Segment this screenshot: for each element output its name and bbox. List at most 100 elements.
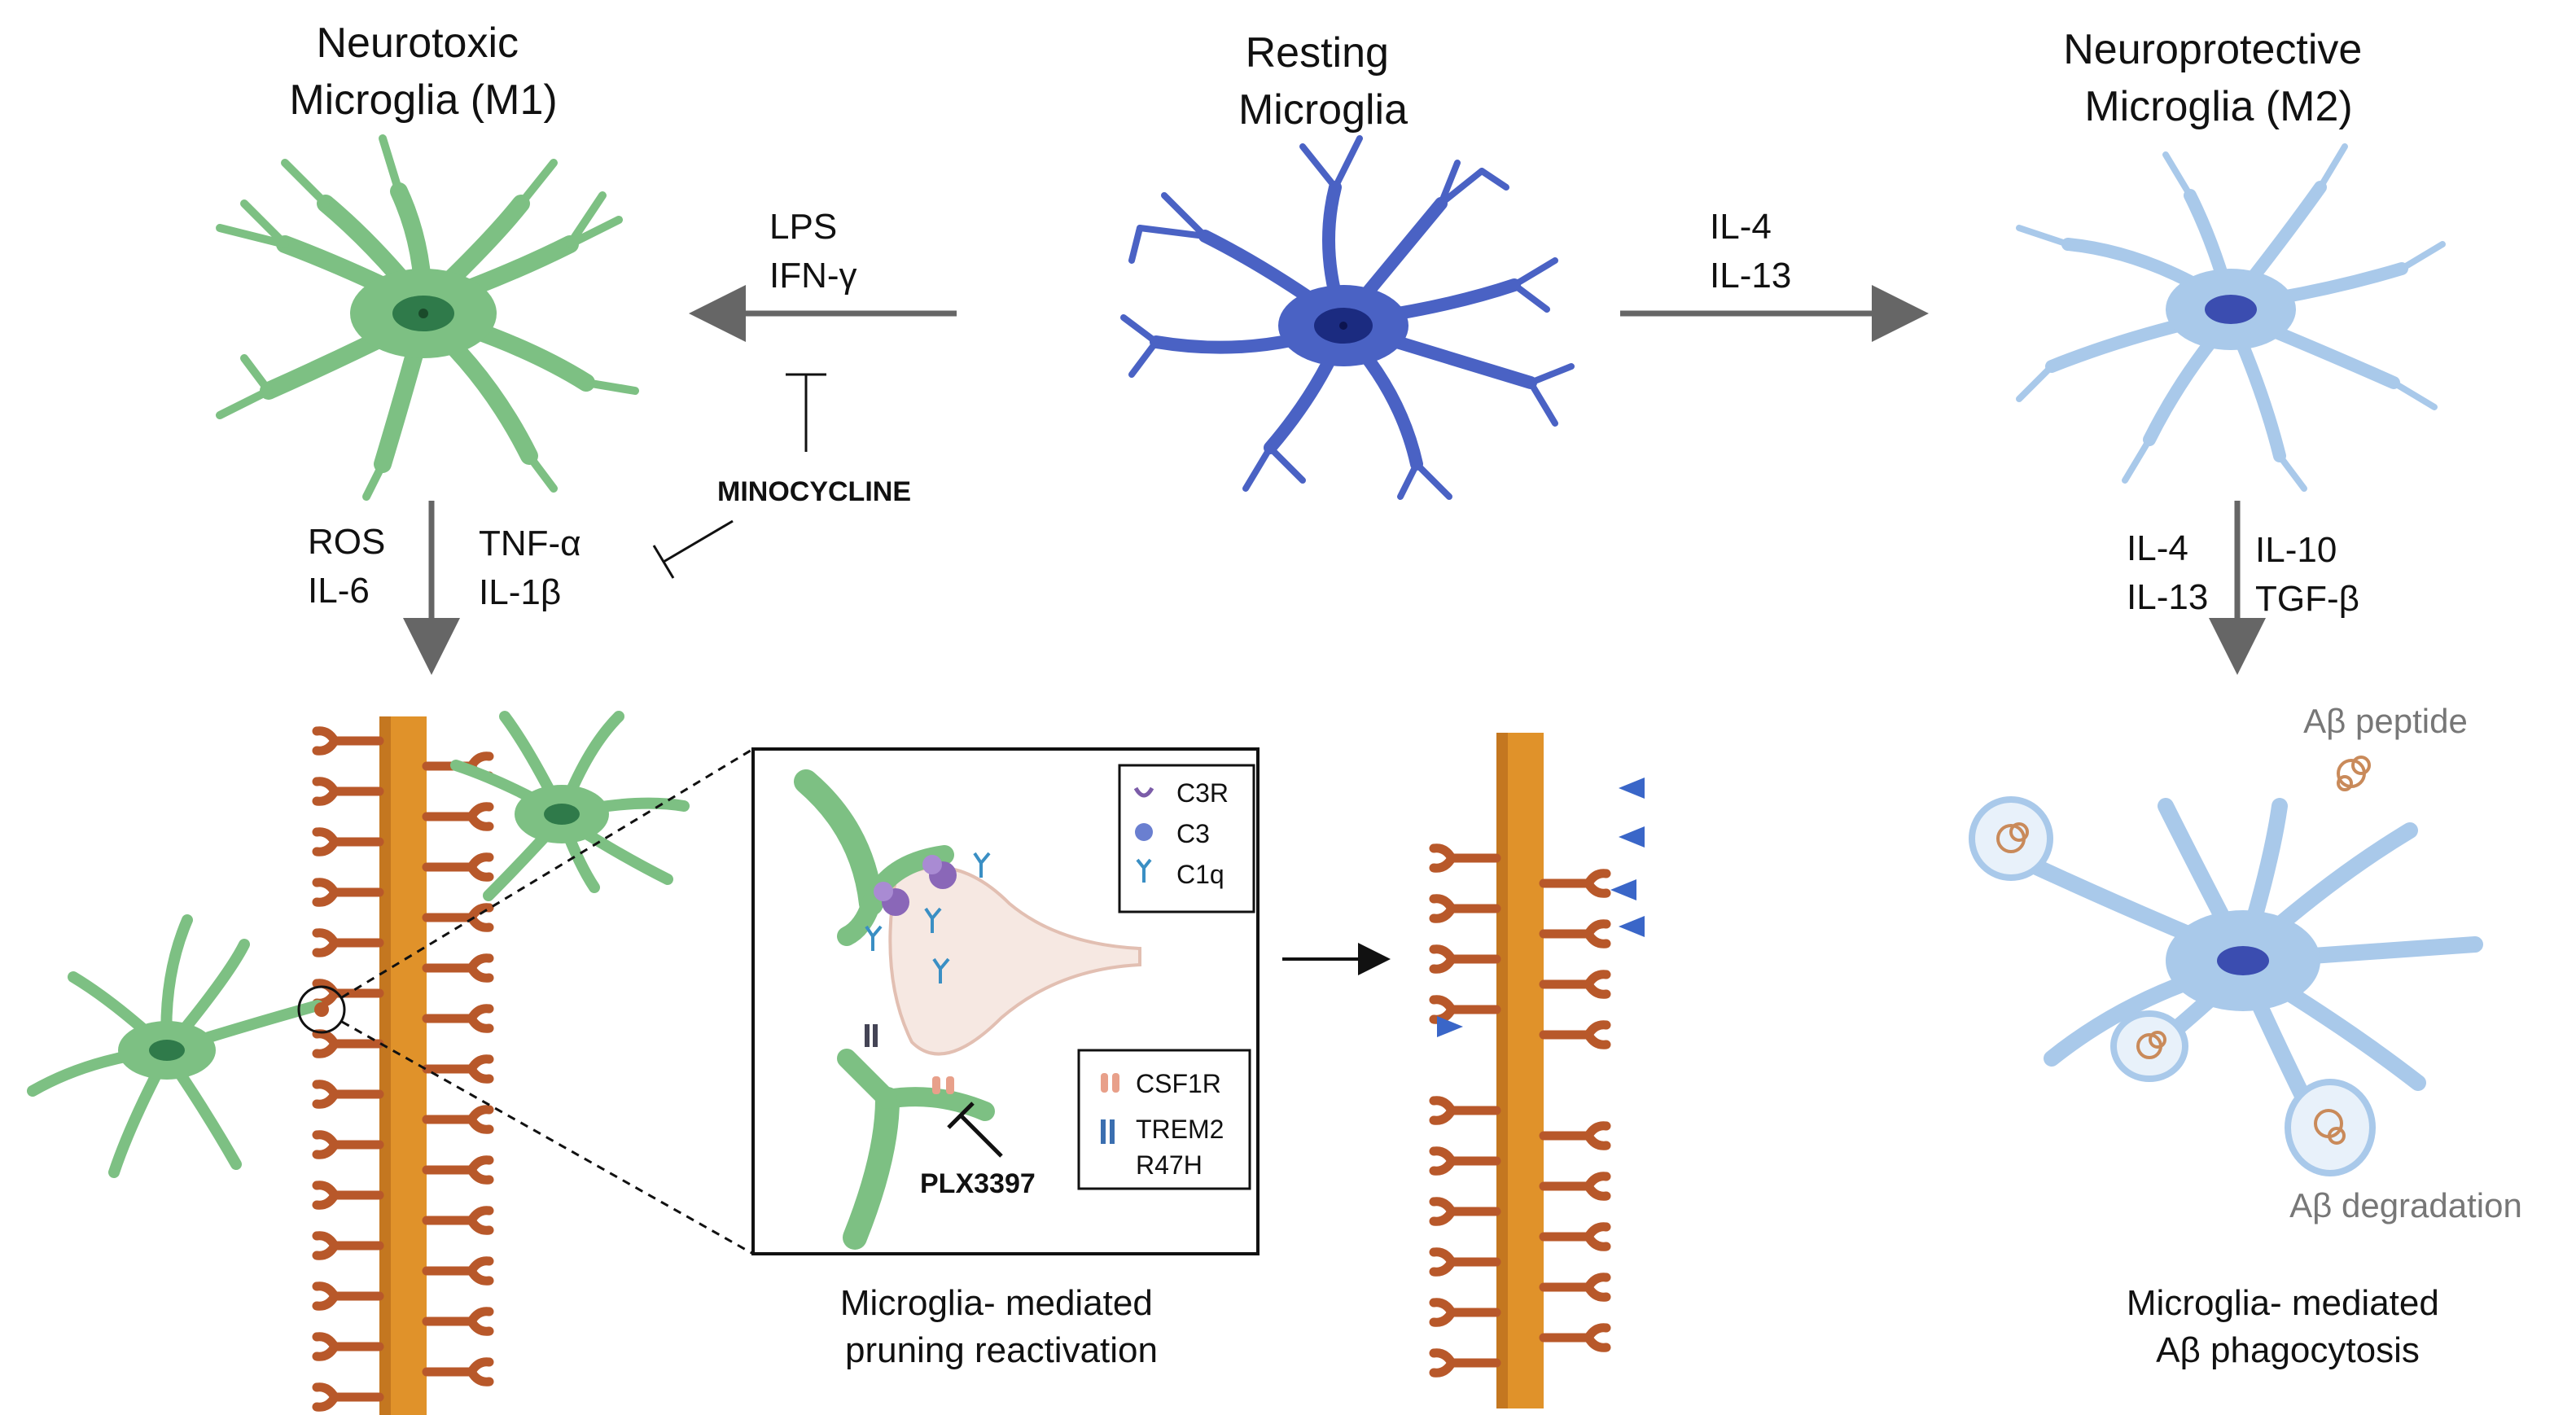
abeta-degradation-label: Aβ degradation [2289,1186,2522,1224]
legend-receptors [1077,1049,1251,1190]
caption-pruning-line1: Microglia- mediated [840,1283,1153,1323]
lps-label: LPS [769,207,837,247]
dendritic-spine [1429,1298,1501,1327]
resting-title-line2: Microglia [1238,86,1408,134]
dendritic-spine [422,903,494,932]
tnf-label: TNF-α [479,524,581,563]
dendritic-spine [422,1054,494,1084]
m2-il13-label: IL-13 [2127,577,2208,617]
plx3397-bar [947,1102,975,1129]
m2-title: Neuroprotective Microglia (M2) [2063,26,2374,130]
dendritic-spine [312,1130,384,1159]
dendritic-spine [312,1382,384,1412]
caption-phagocytosis: Microglia- mediated Aβ phagocytosis [2127,1283,2449,1370]
dendritic-spine [312,878,384,907]
dendritic-spine [422,1307,494,1336]
pruning-markers [1437,778,1645,1037]
contact-spine [314,1002,329,1017]
dendritic-spine [312,928,384,957]
dendritic-spine [422,852,494,882]
dendritic-spine [1429,995,1501,1024]
ros-label: ROS [308,522,385,562]
dendritic-spine [1539,1222,1611,1251]
caption-phago-line2: Aβ phagocytosis [2156,1330,2420,1370]
resting-title: Resting Microglia [1238,29,1408,134]
dendritic-spine [1539,869,1611,898]
dendritic-spine [312,1231,384,1260]
dendritic-spine [422,1357,494,1387]
legend-c3r: C3R [1176,778,1229,808]
to-m2-stimuli: IL-4 IL-13 [1710,207,1791,296]
to-m1-stimuli: LPS IFN-γ [769,207,857,296]
dendritic-spine [312,827,384,856]
contact-zoom-circle [297,985,346,1034]
dendrite-right [1429,733,1611,1408]
legend-complement-icons [1133,786,1154,883]
legend-r47h: R47H [1136,1150,1203,1180]
zoom-line-bottom [341,1020,754,1255]
il10-label: IL-10 [2255,530,2337,570]
legend-trem2: TREM2 [1136,1115,1224,1144]
abeta-aggregates [1996,756,2371,1145]
il1b-label: IL-1β [479,572,561,612]
m2-title-line2: Microglia (M2) [2084,83,2352,130]
ifn-label: IFN-γ [769,256,857,296]
m1-title-line2: Microglia (M1) [289,77,557,124]
dendritic-spine [1539,1273,1611,1302]
dendritic-spine [312,726,384,756]
legend-complement-labels: C3R C3 C1q [1176,778,1236,889]
dendritic-spine [1429,1197,1501,1226]
il4-label: IL-4 [1710,207,1772,247]
caption-pruning-line2: pruning reactivation [845,1330,1158,1370]
resting-microglia-cell [1120,135,1575,500]
zoom-line-top [341,747,754,999]
m1-factors-right: TNF-α IL-1β [479,524,591,612]
complement-proteins [865,852,991,983]
dendritic-spine [422,1256,494,1286]
abeta-peptide-label: Aβ peptide [2303,702,2468,740]
m1-factors-left: ROS IL-6 [308,522,396,611]
plx3397-label: PLX3397 [920,1168,1036,1199]
caption-pruning: Microglia- mediated pruning reactivation [840,1283,1163,1370]
m2-phagocytic-microglia [1969,796,2483,1176]
dendritic-spine [422,802,494,831]
legend-csf1r: CSF1R [1136,1069,1221,1098]
dendritic-spine [1429,843,1501,873]
dendritic-spine [1429,944,1501,974]
caption-phago-line1: Microglia- mediated [2127,1283,2439,1323]
dendritic-spine [1429,1146,1501,1176]
csf1r-trem2-receptors [865,1024,954,1094]
dendrite-left [312,716,494,1415]
legend-receptor-labels: CSF1R TREM2 R47H [1136,1069,1231,1180]
dendritic-spine [312,1080,384,1109]
m1-microglia-cell [216,134,639,501]
legend-c3: C3 [1176,819,1210,848]
dendritic-spine [312,777,384,806]
il13-label: IL-13 [1710,256,1791,296]
dendritic-spine [1429,894,1501,923]
resting-title-line1: Resting [1246,29,1389,77]
dendritic-spine [422,1155,494,1185]
dendritic-spine [1429,1348,1501,1378]
dendritic-spine [312,1181,384,1210]
m1-microglia-contact-lower [27,914,323,1178]
dendritic-spine [1539,919,1611,948]
plx3397-inhibition-line [959,1114,1003,1158]
dendritic-spine [1429,1247,1501,1277]
presynaptic-terminal [888,865,1141,1056]
m2-title-line1: Neuroprotective [2063,26,2362,73]
il6-label: IL-6 [308,571,370,611]
dendritic-spine [1539,1020,1611,1049]
dendritic-spine [312,1332,384,1361]
dendritic-spine [422,1105,494,1134]
dendritic-spine [1429,1096,1501,1125]
dendritic-spine [1539,1323,1611,1352]
dendritic-spine [422,953,494,983]
m2-microglia-cell [2016,143,2446,492]
dendritic-spine [422,1206,494,1235]
m2-factors-right: IL-10 TGF-β [2255,530,2359,619]
minocycline-inhibition [652,373,826,579]
dendritic-spine [1539,1121,1611,1150]
m2-factors-left: IL-4 IL-13 [2127,528,2208,617]
